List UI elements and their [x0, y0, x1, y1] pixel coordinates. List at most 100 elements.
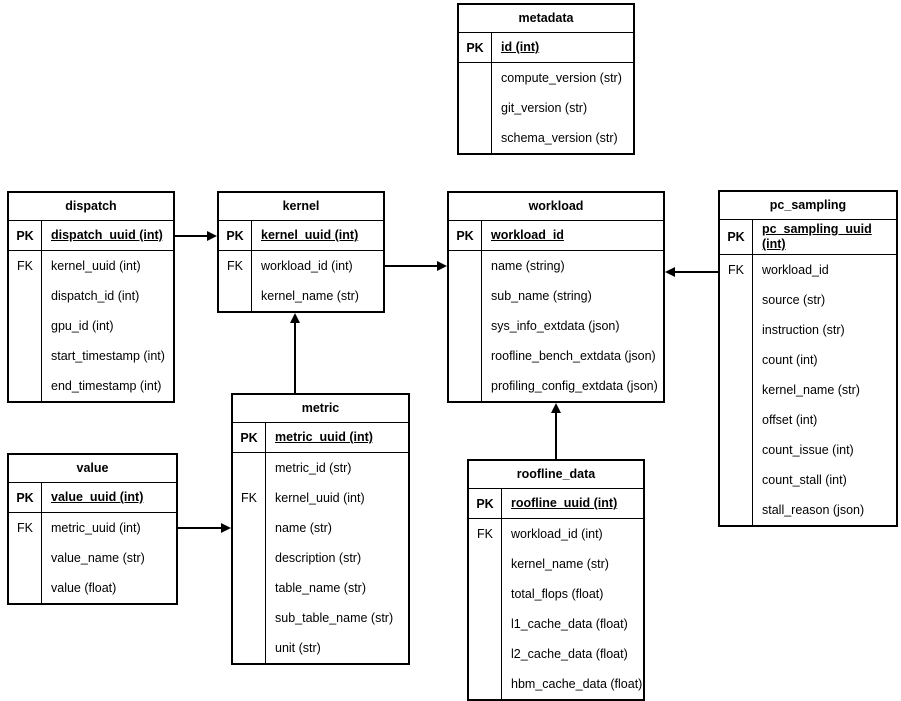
- table-row: schema_version (str): [459, 123, 633, 153]
- row-key-label: [233, 603, 266, 633]
- table-row: name (string): [449, 251, 663, 281]
- row-key-label: [720, 495, 753, 525]
- row-field: sub_table_name (str): [275, 611, 394, 625]
- table-title: metadata: [459, 5, 633, 33]
- row-key-label: [720, 315, 753, 345]
- table-pc-sampling: pc_sampling PK pc_sampling_uuid (int) FK…: [718, 190, 898, 527]
- table-row: sys_info_extdata (json): [449, 311, 663, 341]
- table-row: count_issue (int): [720, 435, 896, 465]
- row-key-label: [9, 311, 42, 341]
- table-row: compute_version (str): [459, 63, 633, 93]
- row-field: value_name (str): [51, 551, 145, 565]
- row-key-label: FK: [469, 519, 502, 549]
- table-metadata: metadata PK id (int) compute_version (st…: [457, 3, 635, 155]
- row-field: roofline_bench_extdata (json): [491, 349, 656, 363]
- row-field: l1_cache_data (float): [511, 617, 628, 631]
- row-key-label: [449, 371, 482, 401]
- table-body: FK workload_id (int) kernel_name (str): [219, 251, 383, 311]
- row-field: count (int): [762, 353, 818, 367]
- row-field: kernel_name (str): [511, 557, 609, 571]
- table-title: kernel: [219, 193, 383, 221]
- row-key-label: [233, 633, 266, 663]
- table-row: table_name (str): [233, 573, 408, 603]
- row-key-label: [449, 341, 482, 371]
- row-field: metric_id (str): [275, 461, 352, 475]
- table-workload: workload PK workload_id name (string) su…: [447, 191, 665, 403]
- table-row: stall_reason (json): [720, 495, 896, 525]
- row-key-label: [469, 669, 502, 699]
- table-row: FK kernel_uuid (int): [9, 251, 173, 281]
- row-field: description (str): [275, 551, 362, 565]
- table-title: metric: [233, 395, 408, 423]
- table-roofline-data: roofline_data PK roofline_uuid (int) FK …: [467, 459, 645, 701]
- row-key-label: [469, 609, 502, 639]
- row-key-label: FK: [219, 251, 252, 281]
- arrowhead-icon: [665, 267, 675, 277]
- row-field: name (string): [491, 259, 565, 273]
- pk-key-label: PK: [469, 489, 502, 518]
- table-row: FK workload_id (int): [219, 251, 383, 281]
- pk-field: roofline_uuid (int): [511, 496, 618, 510]
- table-body: compute_version (str) git_version (str) …: [459, 63, 633, 153]
- pk-row: PK value_uuid (int): [9, 483, 176, 513]
- table-row: dispatch_id (int): [9, 281, 173, 311]
- row-key-label: [9, 341, 42, 371]
- table-row: metric_id (str): [233, 453, 408, 483]
- row-field: kernel_name (str): [261, 289, 359, 303]
- table-row: name (str): [233, 513, 408, 543]
- relation-line: [385, 265, 438, 267]
- row-field: hbm_cache_data (float): [511, 677, 643, 691]
- table-row: l1_cache_data (float): [469, 609, 643, 639]
- row-key-label: [469, 579, 502, 609]
- table-row: count_stall (int): [720, 465, 896, 495]
- pk-row: PK id (int): [459, 33, 633, 63]
- row-key-label: [9, 281, 42, 311]
- row-field: sys_info_extdata (json): [491, 319, 620, 333]
- row-key-label: [459, 63, 492, 93]
- table-row: value_name (str): [9, 543, 176, 573]
- row-key-label: [449, 311, 482, 341]
- pk-field: kernel_uuid (int): [261, 228, 359, 242]
- arrowhead-icon: [290, 313, 300, 323]
- row-field: table_name (str): [275, 581, 367, 595]
- row-key-label: [720, 375, 753, 405]
- row-key-label: [459, 123, 492, 153]
- row-key-label: [233, 513, 266, 543]
- table-body: FK workload_id (int) kernel_name (str) t…: [469, 519, 643, 699]
- pk-field: workload_id: [491, 228, 564, 242]
- table-title: dispatch: [9, 193, 173, 221]
- table-row: profiling_config_extdata (json): [449, 371, 663, 401]
- pk-row: PK metric_uuid (int): [233, 423, 408, 453]
- row-key-label: [9, 543, 42, 573]
- table-row: FK metric_uuid (int): [9, 513, 176, 543]
- table-row: FK kernel_uuid (int): [233, 483, 408, 513]
- pk-key-label: PK: [449, 221, 482, 250]
- pk-row: PK dispatch_uuid (int): [9, 221, 173, 251]
- pk-field: pc_sampling_uuid (int): [762, 222, 872, 251]
- row-key-label: [233, 543, 266, 573]
- table-body: FK workload_id source (str) instruction …: [720, 255, 896, 525]
- row-field: l2_cache_data (float): [511, 647, 628, 661]
- table-row: source (str): [720, 285, 896, 315]
- table-row: sub_name (string): [449, 281, 663, 311]
- arrowhead-icon: [221, 523, 231, 533]
- relation-line: [675, 271, 718, 273]
- row-key-label: [9, 371, 42, 401]
- row-key-label: FK: [9, 251, 42, 281]
- table-row: total_flops (float): [469, 579, 643, 609]
- row-field: name (str): [275, 521, 332, 535]
- pk-row: PK workload_id: [449, 221, 663, 251]
- table-title: value: [9, 455, 176, 483]
- table-row: FK workload_id (int): [469, 519, 643, 549]
- row-field: kernel_name (str): [762, 383, 860, 397]
- row-field: kernel_uuid (int): [275, 491, 365, 505]
- table-row: count (int): [720, 345, 896, 375]
- row-key-label: [720, 405, 753, 435]
- table-row: git_version (str): [459, 93, 633, 123]
- table-row: kernel_name (str): [219, 281, 383, 311]
- table-title: pc_sampling: [720, 192, 896, 220]
- table-row: unit (str): [233, 633, 408, 663]
- table-row: FK workload_id: [720, 255, 896, 285]
- row-field: git_version (str): [501, 101, 588, 115]
